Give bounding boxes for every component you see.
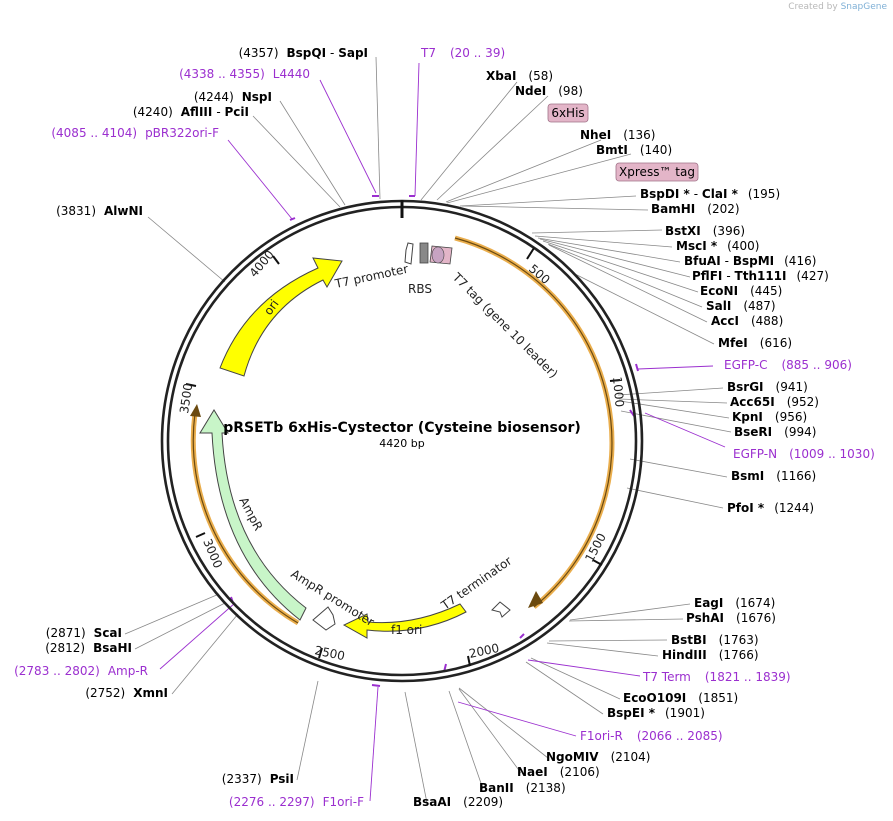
site-nhei: NheI(136) — [580, 128, 655, 142]
site-acci: AccI(488) — [711, 314, 783, 328]
site-pfoi: PfoI *(1244) — [727, 501, 814, 515]
orf-arrow-ampr — [190, 404, 201, 417]
site-bsrgi: BsrGI(941) — [727, 380, 808, 394]
orf-arc-cds-line — [454, 237, 613, 608]
t7-promoter-feature — [404, 242, 414, 265]
orf-arrow-cds — [528, 591, 543, 608]
site-bamhi: BamHI(202) — [651, 202, 740, 216]
feature-label-f1-ori: f1 ori — [391, 623, 422, 637]
primer-f1ori-f: (2276 .. 2297)F1ori-F — [229, 795, 364, 809]
primer-egfp-c: EGFP-C(885 .. 906) — [724, 358, 852, 372]
tag-xpress-label: Xpress™ tag — [619, 165, 695, 179]
feature-label-rbs: RBS — [408, 282, 432, 296]
site-xbai: XbaI(58) — [486, 69, 553, 83]
site-bstbi: BstBI(1763) — [671, 633, 759, 647]
tick-marks — [185, 247, 621, 667]
tick-labels: 500 1000 1500 2000 2500 3000 3500 4000 — [177, 248, 627, 664]
site-afliii-pcii: (4240)AflIII- PciI — [133, 105, 249, 119]
site-ngomiv: NgoMIV(2104) — [546, 750, 650, 764]
tag-dot — [431, 246, 445, 264]
site-mfei: MfeI(616) — [718, 336, 792, 350]
tick-label: 500 — [526, 262, 553, 287]
site-acc65i: Acc65I(952) — [730, 395, 819, 409]
tick-label: 1000 — [610, 376, 627, 408]
plasmid-length: 4420 bp — [379, 437, 424, 450]
primer-egfp-n: EGFP-N(1009 .. 1030) — [733, 447, 875, 461]
primer-f1ori-r: F1ori-R(2066 .. 2085) — [580, 729, 723, 743]
tag-6xhis-box — [547, 103, 589, 123]
primer-l4440: (4338 .. 4355)L4440 — [179, 67, 310, 81]
orf-arc-ampr-line — [192, 412, 299, 624]
site-pshai: PshAI(1676) — [686, 611, 776, 625]
site-msci: MscI *(400) — [676, 239, 759, 253]
site-bspqi-sapi: (4357)BspQI- SapI — [239, 46, 368, 60]
ampr-promoter-feature — [312, 606, 336, 631]
site-bsaai: BsaAI(2209) — [413, 795, 503, 809]
site-alwni: (3831)AlwNI — [56, 204, 143, 218]
site-bfuai-bspmi: BfuAI- BspMI(416) — [684, 254, 816, 268]
site-ndei: NdeI(98) — [515, 84, 583, 98]
credit-prefix: Created by — [788, 2, 838, 12]
site-xmni: (2752)XmnI — [85, 686, 168, 700]
tag-6xhis-label: 6xHis — [551, 106, 584, 120]
site-ecoo109i: EcoO109I(1851) — [623, 691, 738, 705]
tag-xpress-box — [615, 162, 699, 182]
snapgene-credit: Created by SnapGene — [788, 2, 887, 12]
tag-6xhis: 6xHis — [547, 103, 589, 123]
site-bspdi-clai: BspDI *- ClaI *(195) — [640, 187, 780, 201]
primer-t7-term: T7 Term(1821 .. 1839) — [642, 670, 791, 684]
site-econi: EcoNI(445) — [700, 284, 782, 298]
leader-lines — [124, 56, 732, 804]
f1-ori-feature — [342, 603, 467, 639]
tick-label: 3500 — [177, 382, 195, 414]
site-psii: (2337)PsiI — [222, 772, 294, 786]
plasmid-name: pRSETb 6xHis-Cystector (Cysteine biosens… — [223, 420, 581, 436]
primer-leader-lines — [159, 62, 726, 802]
site-kpni: KpnI(956) — [732, 410, 807, 424]
tick-label: 2000 — [468, 641, 501, 661]
ori-feature — [219, 257, 343, 377]
snapgene-logo: SnapGene — [840, 2, 887, 12]
primer-pbr322ori-f: (4085 .. 4104)pBR322ori-F — [51, 126, 219, 140]
site-naei: NaeI(2106) — [517, 765, 600, 779]
t7-terminator-feature — [491, 601, 511, 618]
site-banii: BanII(2138) — [479, 781, 566, 795]
site-eagi: EagI(1674) — [694, 596, 775, 610]
site-sali: SalI(487) — [706, 299, 776, 313]
rbs-feature — [419, 242, 429, 264]
site-bstxi: BstXI(396) — [665, 224, 745, 238]
site-bspei: BspEI *(1901) — [607, 706, 705, 720]
ampr-feature — [199, 409, 307, 621]
site-bseri: BseRI(994) — [734, 425, 816, 439]
site-bmti: BmtI(140) — [596, 143, 672, 157]
site-hindiii: HindIII(1766) — [662, 648, 759, 662]
tag-xpress: Xpress™ tag — [615, 162, 699, 182]
site-nspi: (4244)NspI — [194, 90, 272, 104]
site-bsahi: (2812)BsaHI — [45, 641, 132, 655]
primer-t7: T7(20 .. 39) — [420, 46, 505, 60]
primer-amp-r: (2783 .. 2802)Amp-R — [14, 664, 148, 678]
feature-label-t7-promoter: T7 promoter — [333, 262, 410, 291]
site-pflfi-tth111i: PflFI- Tth111I(427) — [692, 269, 829, 283]
tick-label: 2500 — [313, 643, 346, 663]
site-bsmi: BsmI(1166) — [731, 469, 816, 483]
site-scai: (2871)ScaI — [46, 626, 122, 640]
